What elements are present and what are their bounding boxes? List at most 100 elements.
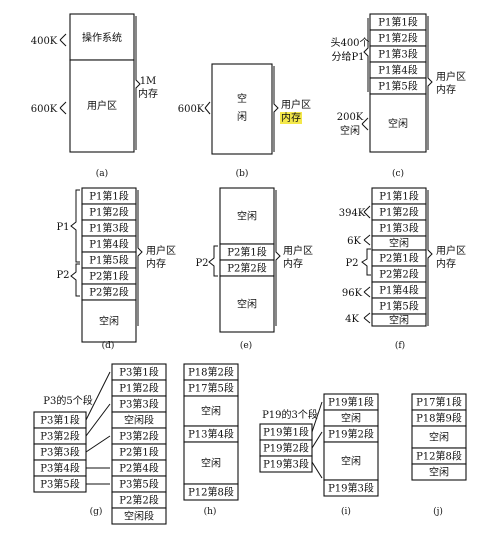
b-side-label-1: 用户区 [281, 98, 311, 111]
c-free-label: 空闲 [388, 117, 408, 130]
j-block-label-2: P18第9段 [416, 412, 462, 425]
i-left-block-label-2: P19第2段 [263, 442, 309, 455]
e-block-label-4: 空闲 [237, 298, 257, 311]
a-size-600k: 600K [31, 104, 58, 115]
f-brace-right [427, 190, 433, 326]
a-os-label: 操作系统 [82, 31, 122, 44]
e-block-label-1: 空闲 [237, 210, 257, 223]
f-side-label-2: 内存 [436, 257, 456, 270]
d-block-label-7: P2第2段 [89, 286, 128, 299]
b-free-block [211, 63, 273, 155]
d-p1-label: P1 [56, 222, 69, 233]
i-right-block-label-3: P19第2段 [328, 428, 374, 441]
h-block-label-1: P18第2段 [188, 366, 234, 379]
caption-a: (a) [96, 168, 108, 179]
j-block-label-1: P17第1段 [416, 396, 462, 409]
f-block-label-4: 空闲 [389, 237, 409, 250]
i-arrow-3 [311, 461, 323, 479]
f-mark-96k [363, 286, 371, 298]
i-right-block-label-4: 空闲 [341, 455, 361, 468]
g-arrow-1 [85, 371, 111, 421]
caption-e: (e) [240, 340, 252, 351]
d-block-label-5: P1第5段 [89, 254, 128, 267]
a-total-size: 1M [140, 76, 157, 87]
d-p1-brace [70, 189, 80, 263]
b-free-label-1: 空 [237, 92, 247, 105]
g-right-block-label-6: P2第1段 [119, 446, 158, 459]
caption-j: (j) [433, 506, 443, 517]
j-block-label-3: 空闲 [429, 431, 449, 444]
f-block-label-2: P1第2段 [379, 206, 418, 219]
d-side-label-1: 用户区 [146, 244, 176, 257]
c-side-label-2: 内存 [436, 83, 456, 96]
f-block-label-1: P1第1段 [379, 190, 418, 203]
b-free-label-2: 闲 [237, 110, 247, 123]
f-side-label-1: 用户区 [436, 244, 466, 257]
f-block-label-3: P1第3段 [379, 222, 418, 235]
c-head-label-1: 头400个 [330, 37, 369, 49]
caption-c: (c) [392, 168, 404, 179]
e-block-label-2: P2第1段 [227, 246, 266, 259]
c-block-label-3: P1第3段 [378, 48, 417, 61]
a-brace-400k [59, 33, 67, 47]
e-side-label-2: 内存 [283, 257, 303, 270]
h-block-label-6: P12第8段 [188, 486, 234, 499]
a-user-block [69, 59, 135, 153]
c-side-label-1: 用户区 [436, 70, 466, 83]
c-brace-free [361, 117, 369, 131]
h-block-label-4: P13第4段 [188, 428, 234, 441]
h-block-label-3: 空闲 [201, 405, 221, 418]
caption-g: (g) [90, 506, 103, 517]
f-p2-label: P2 [345, 258, 358, 269]
e-side-label-1: 用户区 [283, 244, 313, 257]
caption-d: (d) [102, 340, 115, 351]
h-block-5 [183, 441, 239, 485]
a-user-label: 用户区 [87, 99, 117, 112]
a-brace-total [135, 16, 141, 150]
i-right-block-5 [323, 479, 379, 497]
d-brace-right [137, 190, 143, 326]
e-block-1 [219, 187, 275, 245]
a-total-label: 内存 [138, 87, 158, 100]
i-left-block-3 [259, 455, 313, 473]
f-block-label-5: P2第1段 [379, 252, 418, 265]
f-mark-4k [363, 312, 371, 324]
j-block-label-5: 空闲 [429, 466, 449, 479]
d-block-label-6: P2第1段 [89, 270, 128, 283]
g-arrow-3 [85, 435, 111, 453]
b-highlight [280, 112, 302, 124]
d-block-8 [81, 299, 137, 343]
f-block-label-7: P1第4段 [379, 284, 418, 297]
g-arrow-2 [85, 403, 111, 437]
d-block-label-2: P1第2段 [89, 206, 128, 219]
i-p19-title: P19的3个段 [262, 408, 318, 421]
i-right-block-label-1: P19第1段 [328, 396, 374, 409]
c-free-size-2: 空闲 [340, 124, 360, 137]
c-block-label-1: P1第1段 [378, 16, 417, 29]
d-block-label-8: 空闲 [99, 315, 119, 328]
c-block-label-4: P1第4段 [378, 64, 417, 77]
c-brace-right [427, 16, 433, 150]
g-left-block-label-4: P3第4段 [40, 462, 79, 475]
d-p2-label: P2 [56, 270, 69, 281]
caption-h: (h) [204, 506, 217, 517]
c-free-size-1: 200K [337, 112, 364, 123]
g-right-block-label-3: P3第3段 [119, 398, 158, 411]
g-right-block-label-4: 空闲段 [124, 414, 154, 427]
h-block-label-5: 空闲 [201, 457, 221, 470]
g-left-block-label-3: P3第3段 [40, 446, 79, 459]
d-block-label-1: P1第1段 [89, 190, 128, 203]
f-mark-6k [363, 234, 371, 246]
g-right-block-label-5: P3第2段 [119, 430, 158, 443]
h-block-6 [183, 483, 239, 501]
